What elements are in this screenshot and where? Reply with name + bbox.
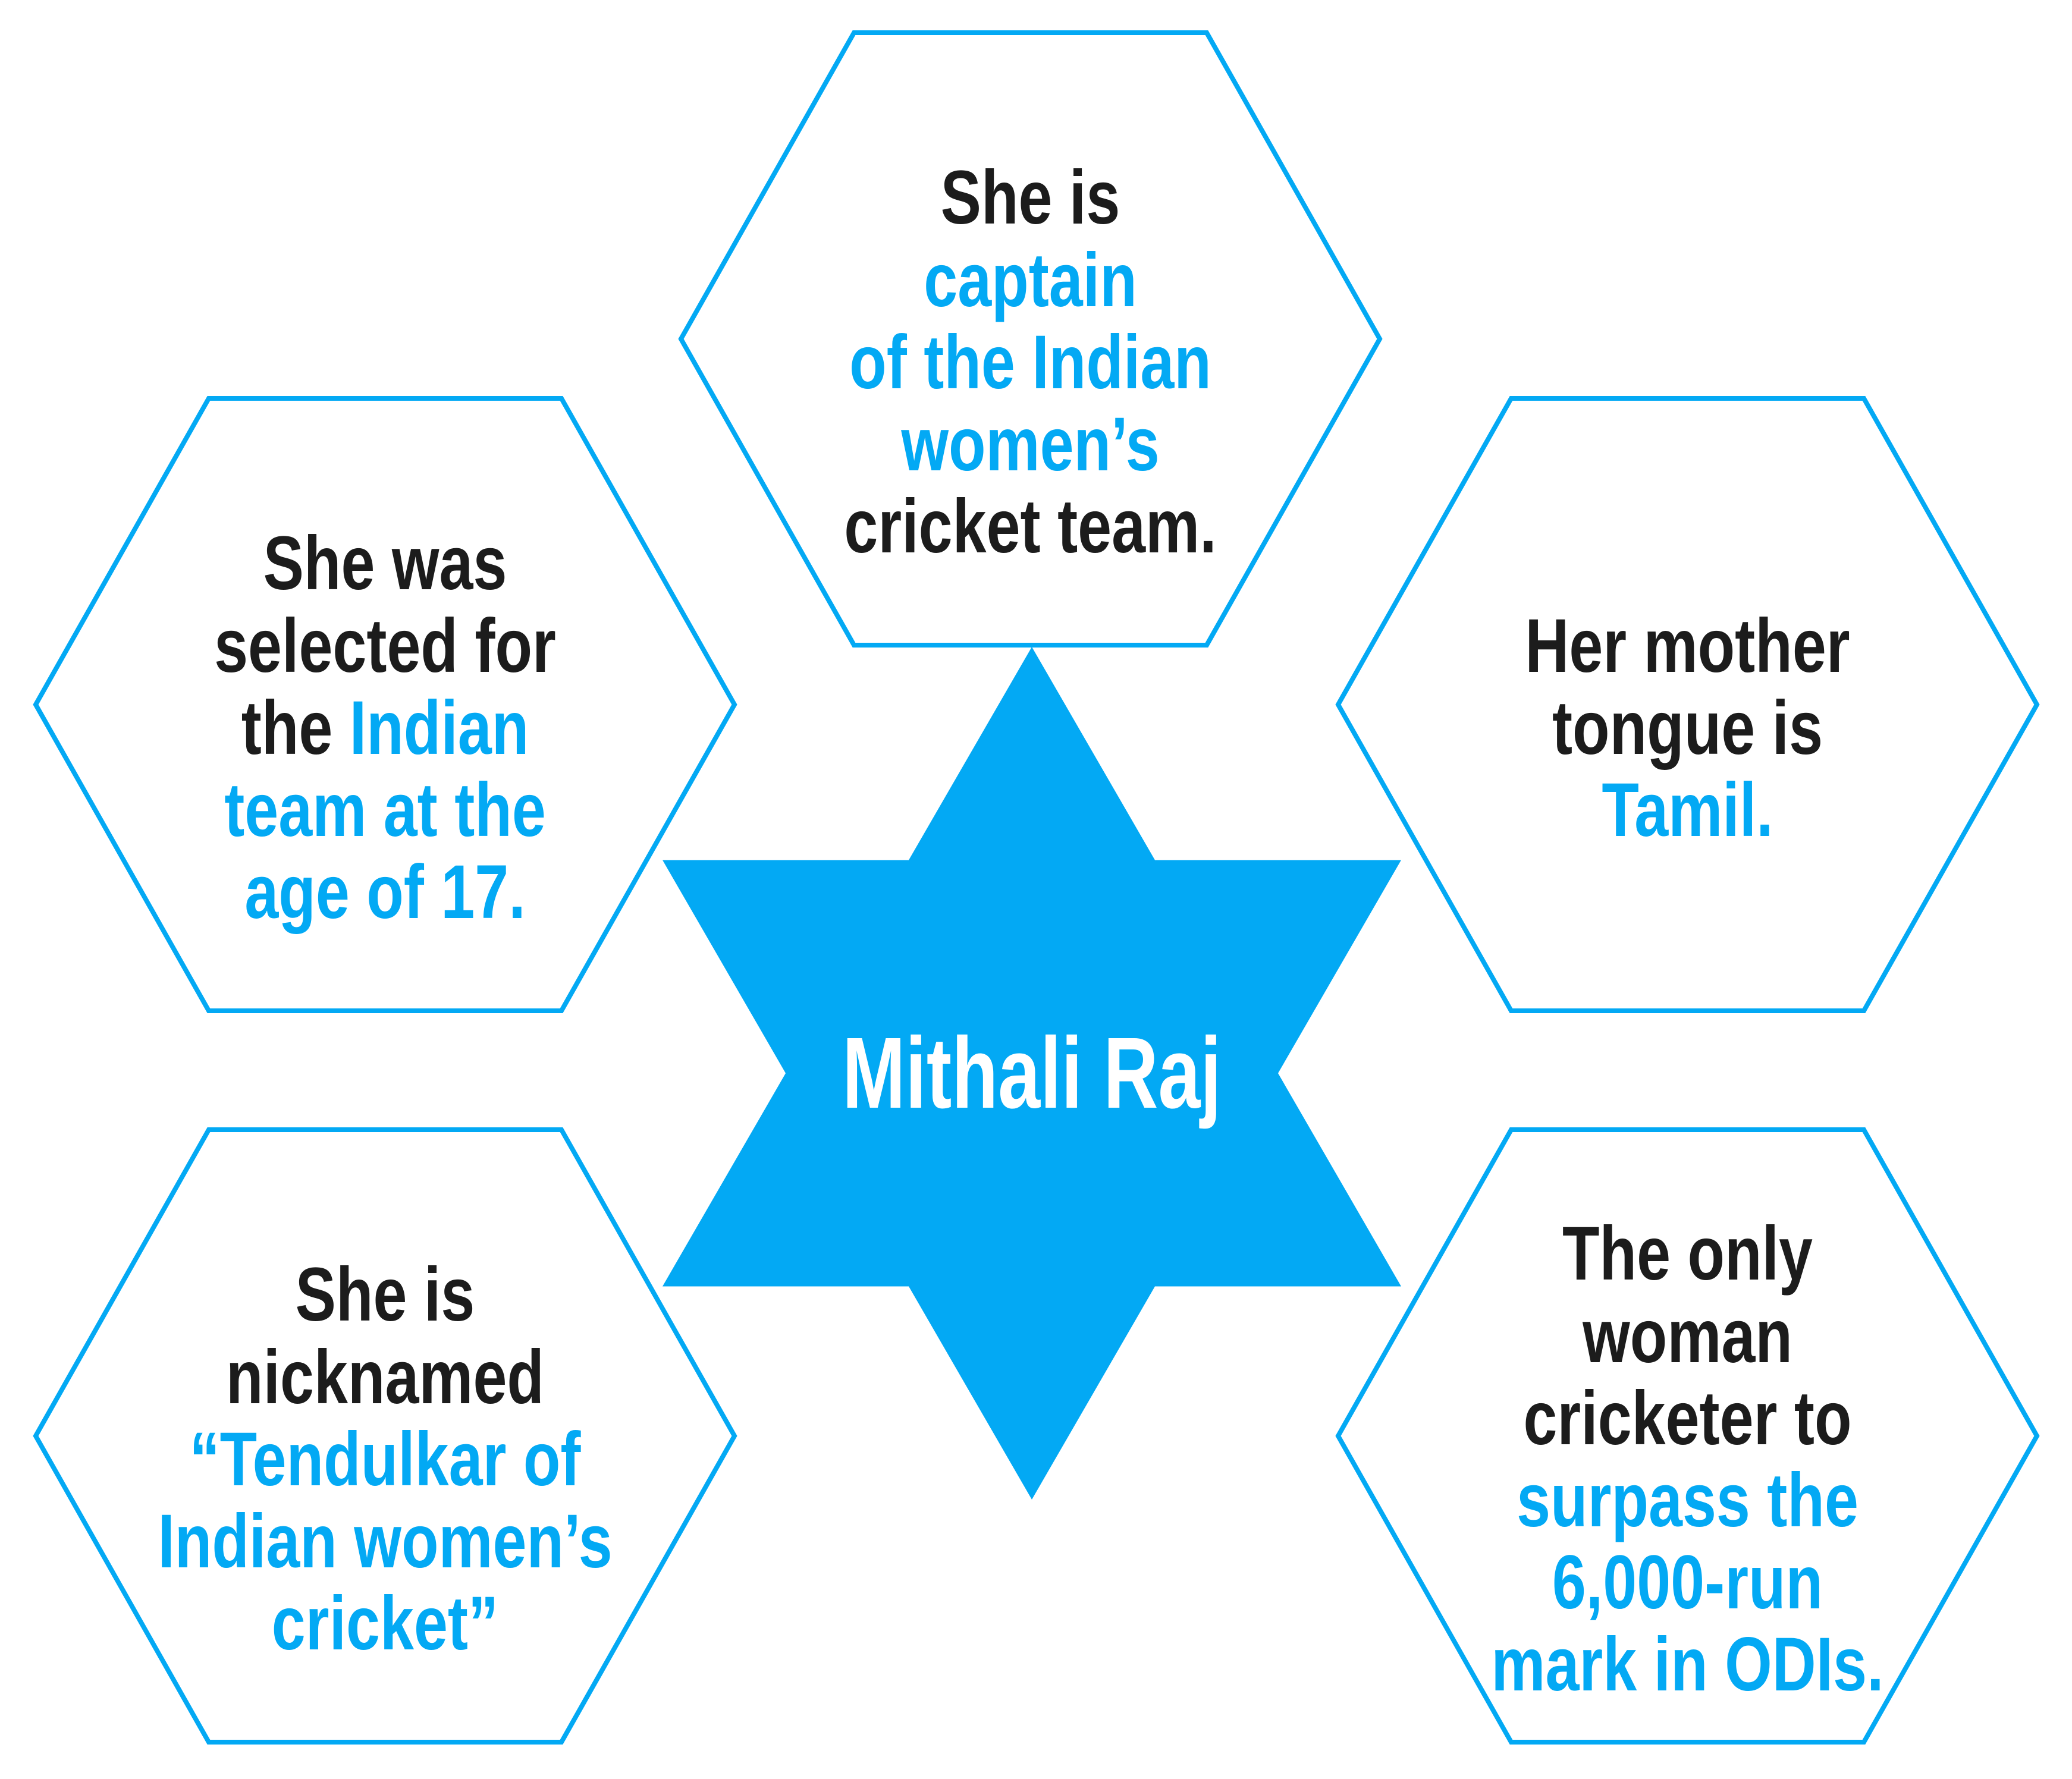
hexagon-text-segment: 6,000-run [1552,1540,1823,1626]
hexagon-text-segment: tongue is [1552,685,1823,771]
hexagon-text-line: mark in ODIs. [1491,1624,1883,1706]
hexagon-text-segment: team at the [224,768,546,853]
hexagon-text-segment: cricketer to [1523,1375,1852,1461]
hexagon-outline-icon [1335,1127,2040,1745]
hexagon-outline-icon [678,30,1383,648]
hexagon-text-line: team at the [224,769,546,851]
hexagon-text-segment: selected for [214,603,556,689]
hexagon-text-line: cricketer to [1523,1375,1852,1461]
hexagon-text-segment: Her mother [1525,603,1850,689]
hexagon-text-segment: cricket team. [844,484,1217,570]
hexagon-text-segment: the [241,685,350,771]
hexagon-text-segment: age of 17. [244,850,526,935]
hexagon-text-segment: “Tendulkar of [189,1416,581,1502]
hexagon-text-line: nicknamed [226,1334,544,1420]
hexagon-text-segment: She is [940,155,1120,241]
hexagon-text-line: She is [296,1254,475,1336]
hexagon-text-segment: of the Indian [849,319,1211,405]
hexagon-text-segment: woman [1583,1293,1792,1379]
hexagon-text-line: age of 17. [244,851,525,933]
hexagon-outline-icon [1335,396,2040,1013]
hexagon-text-segment: captain [924,237,1137,323]
hexagon-text-segment: nicknamed [226,1334,544,1420]
hexagon-text-segment: surpass the [1517,1458,1858,1543]
hexagon-text-segment: She is [295,1252,475,1338]
hexagon-text-segment: cricket” [271,1581,499,1667]
hexagon-text-line: surpass the [1517,1458,1858,1543]
hexagon-text-line: 6,000-run [1552,1542,1823,1624]
hexagon-outline-icon [33,396,737,1013]
hexagon-text-segment: She was [263,521,507,606]
hexagon-text-line: cricket team. [844,486,1216,568]
hexagon-text-segment: Indian women’s [158,1499,613,1585]
hexagon-text-line: Tamil. [1602,769,1773,851]
hexagon-text-line: cricket” [272,1583,498,1665]
hexagon-outline-icon [33,1127,737,1745]
hexagon-text-segment: The only [1562,1211,1813,1297]
hexagon-text-segment: Tamil. [1602,768,1773,853]
hexagon-text-line: Indian women’s [158,1499,613,1585]
hexagon-text-segment: mark in ODIs. [1491,1622,1884,1708]
hexagon-text-line: women’s [901,402,1160,488]
hexagon-text-line: “Tendulkar of [189,1416,581,1502]
hexagon-text-line: captain [924,237,1137,323]
hexagon-text-line: The only [1562,1213,1813,1295]
hexagon-text-segment: Indian [349,685,529,771]
hexagon-text-line: selected for [214,605,556,687]
center-star-label: Mithali Raj [842,1017,1222,1130]
hexagon-text-line: the Indian [241,687,529,769]
hexagon-text-line: woman [1583,1293,1792,1379]
six-pointed-star-shape [663,647,1401,1500]
hexagon-text-line: Her mother [1525,605,1850,687]
hexagon-text-line: of the Indian [849,319,1211,405]
hexagon-text-line: tongue is [1552,687,1823,769]
hexagon-text-segment: women’s [901,402,1160,488]
center-star-icon [663,647,1401,1500]
hexagon-text-line: She was [263,523,507,605]
hexagon-text-line: She is [941,157,1120,239]
